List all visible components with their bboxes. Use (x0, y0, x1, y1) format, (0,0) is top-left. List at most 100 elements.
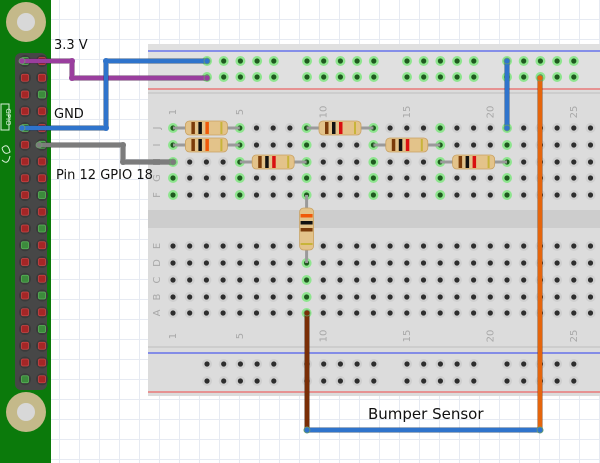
top-rail-hole (571, 74, 577, 80)
breadboard-hole (187, 159, 193, 165)
resistor-body (299, 207, 315, 251)
breadboard-hole (521, 142, 527, 148)
resistor-band-gold (300, 243, 313, 245)
breadboard-hole (270, 260, 276, 266)
breadboard-hole (504, 277, 510, 283)
column-label-bottom: 5 (235, 333, 246, 339)
column-label-top: 5 (235, 109, 246, 115)
top-rail-hole (454, 58, 460, 64)
breadboard-hole (387, 243, 393, 249)
gpio-pin (21, 140, 29, 149)
breadboard-hole (253, 310, 260, 316)
column-label-bottom: 20 (485, 330, 496, 343)
breadboard-hole (420, 260, 427, 266)
top-rail-hole (471, 58, 477, 64)
breadboard-hole (270, 310, 276, 316)
breadboard-hole (187, 260, 193, 266)
bottom-rail-hole (521, 378, 527, 384)
gpio-pin (38, 107, 46, 116)
bottom-rail-hole (437, 378, 443, 384)
breadboard-hole (320, 175, 326, 181)
breadboard-hole (587, 159, 594, 165)
top-rail-hole (371, 74, 377, 80)
breadboard-hole (220, 277, 226, 283)
breadboard-hole (437, 125, 443, 131)
breadboard-hole (420, 243, 427, 249)
resistor-band-gold (220, 122, 223, 134)
row-label: D (152, 259, 163, 267)
breadboard-hole (354, 260, 360, 266)
row-label: E (152, 243, 163, 249)
gpio-pin (38, 325, 46, 333)
top-rail-hole (521, 58, 527, 64)
breadboard-hole (304, 277, 310, 283)
breadboard-hole (237, 294, 243, 300)
bottom-rail-hole (371, 361, 377, 367)
top-rail-hole (237, 74, 243, 80)
top-rail-hole (454, 74, 460, 80)
breadboard-hole (270, 243, 276, 249)
breadboard-hole (571, 294, 577, 300)
breadboard-hole (337, 159, 343, 165)
top-rail-hole (337, 74, 343, 80)
breadboard-hole (404, 243, 410, 249)
breadboard-hole (387, 277, 393, 283)
breadboard-hole (420, 310, 427, 316)
breadboard-hole (437, 260, 443, 266)
breadboard-hole (587, 175, 594, 181)
breadboard-hole (170, 192, 176, 198)
resistor-R6 (440, 154, 507, 170)
breadboard-hole (287, 142, 293, 148)
top-rail-hole (437, 74, 443, 80)
breadboard-hole (203, 277, 209, 283)
breadboard-hole (587, 277, 594, 283)
gpio-pin (21, 341, 29, 350)
bottom-rail-hole (271, 361, 277, 367)
ground-wire-end (203, 57, 211, 65)
breadboard-hole (437, 294, 443, 300)
top-rail-hole (471, 74, 477, 80)
resistor-R4 (306, 120, 374, 136)
breadboard-hole (587, 192, 594, 198)
resistor-R5 (373, 137, 441, 153)
gpio-pin (38, 358, 46, 367)
breadboard-hole (337, 175, 343, 181)
bumper-sensor-wire-end (536, 426, 544, 434)
bottom-rail-hole (404, 378, 410, 384)
breadboard-hole (504, 175, 510, 181)
column-label-top: 15 (402, 106, 413, 119)
power-wire-end (18, 57, 26, 65)
breadboard-hole (437, 310, 443, 316)
breadboard-hole (454, 175, 460, 181)
breadboard-hole (237, 260, 243, 266)
gpio-pin (38, 224, 46, 233)
bottom-rail-hole (271, 378, 277, 384)
ground-wire-bend (103, 58, 109, 64)
center-channel (148, 210, 600, 228)
breadboard-hole (471, 125, 477, 131)
gpio-pin (21, 157, 29, 166)
bottom-rail-hole (471, 361, 477, 367)
breadboard-hole (587, 260, 594, 266)
breadboard-hole (270, 294, 276, 300)
breadboard-hole (354, 294, 360, 300)
breadboard-hole (571, 310, 577, 316)
breadboard-hole (220, 175, 226, 181)
breadboard-hole (454, 243, 460, 249)
breadboard-hole (554, 277, 560, 283)
breadboard-hole (471, 277, 477, 283)
signal-label: Pin 12 GPIO 18 (56, 168, 153, 183)
breadboard-hole (237, 277, 243, 283)
gpio-pin (38, 90, 46, 99)
power-wire-bend (69, 58, 75, 64)
resistor-R1 (173, 120, 240, 136)
breadboard-hole (437, 243, 443, 249)
power-wire-end (203, 74, 211, 82)
breadboard-hole (253, 294, 260, 300)
breadboard-hole (203, 294, 209, 300)
gpio-pin (21, 174, 29, 183)
breadboard-hole (354, 310, 360, 316)
top-rail-hole (371, 58, 377, 64)
breadboard-hole (587, 310, 594, 316)
gpio-pin (21, 325, 29, 333)
